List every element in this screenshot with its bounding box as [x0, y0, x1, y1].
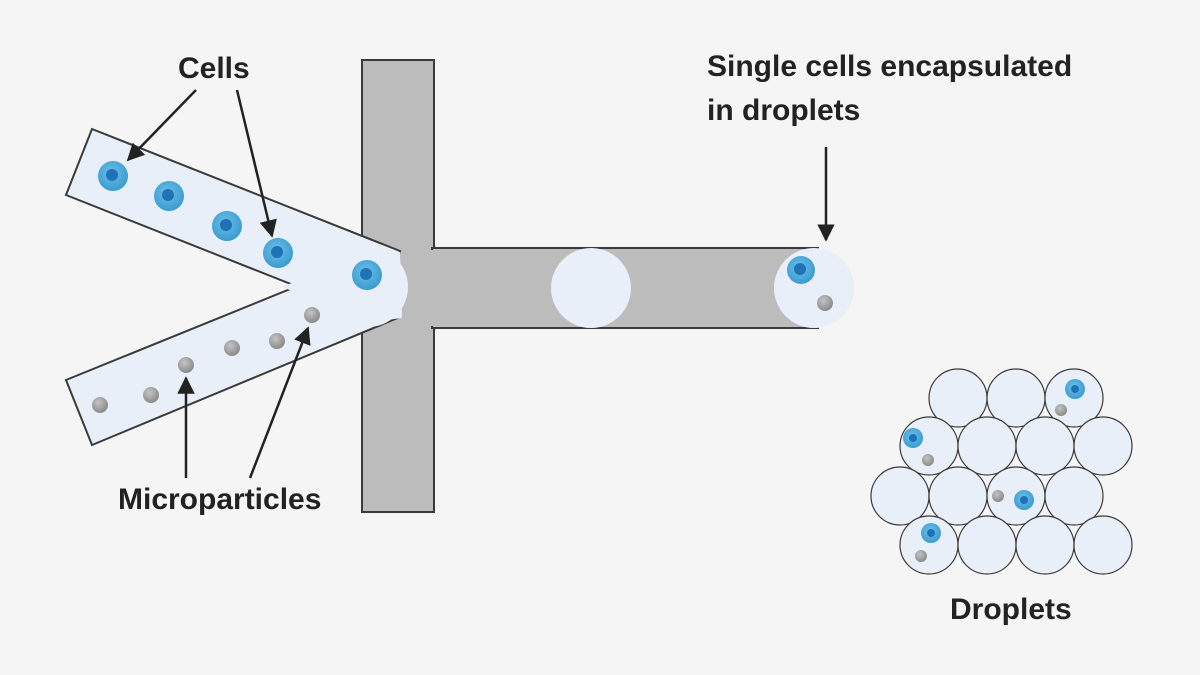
- droplet: [1044, 466, 1104, 526]
- microparticle: [92, 397, 108, 413]
- cells-arrow: [126, 89, 197, 162]
- encapsulated-droplet: [774, 248, 854, 328]
- microparticles-label: Microparticles: [118, 483, 322, 516]
- cluster-contents: [903, 379, 1085, 562]
- cell: [98, 161, 128, 191]
- microparticle: [178, 357, 194, 373]
- empty-droplet: [551, 248, 631, 328]
- cells-label: Cells: [178, 52, 250, 85]
- microparticle: [224, 340, 240, 356]
- microparticle: [992, 490, 1004, 502]
- microparticle: [304, 307, 320, 323]
- encapsulated-label-line2: in droplets: [707, 94, 861, 127]
- microparticle: [1055, 404, 1067, 416]
- microparticle: [269, 333, 285, 349]
- cells-arrow: [235, 89, 277, 238]
- encapsulated-label-line1: Single cells encapsulated: [707, 50, 1073, 83]
- droplet: [957, 416, 1017, 476]
- droplet: [870, 466, 930, 526]
- microparticle: [817, 295, 833, 311]
- droplet: [1073, 416, 1133, 476]
- cell: [154, 181, 184, 211]
- inlet-cells: [98, 161, 382, 290]
- cell: [263, 238, 293, 268]
- cell: [352, 260, 382, 290]
- droplet: [1015, 515, 1075, 575]
- droplet-cluster: [870, 368, 1133, 575]
- droplet: [928, 466, 988, 526]
- cell: [212, 211, 242, 241]
- microparticles-arrow: [248, 326, 311, 479]
- inlet-microparticles: [92, 307, 320, 413]
- microparticle: [143, 387, 159, 403]
- droplet: [1073, 515, 1133, 575]
- encapsulated-label: Single cells encapsulated in droplets: [707, 45, 1072, 133]
- microparticle: [915, 550, 927, 562]
- channel-junction-fill: [431, 250, 437, 326]
- droplets-label: Droplets: [950, 593, 1072, 626]
- microparticle: [922, 454, 934, 466]
- oil-channel: [361, 59, 819, 513]
- droplet: [1015, 416, 1075, 476]
- annotation-arrows: [126, 89, 835, 479]
- droplet: [957, 515, 1017, 575]
